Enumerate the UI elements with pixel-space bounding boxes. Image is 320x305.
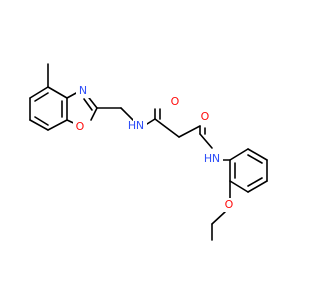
bond — [229, 180, 249, 193]
bond-double-inner — [34, 92, 49, 102]
bond-layer — [29, 63, 268, 241]
bond — [90, 107, 98, 121]
bond — [229, 148, 249, 161]
molecule-structure: N O N H O O N H O — [29, 63, 268, 241]
bond — [47, 86, 68, 99]
bond-double-inner — [247, 177, 263, 187]
atom-label-carbonyl2-o: O — [201, 110, 210, 123]
bond-double-inner — [83, 98, 93, 111]
bond-double-inner — [247, 154, 263, 164]
bond — [29, 119, 49, 131]
bond — [120, 107, 134, 121]
structure-canvas: N O N H O O N H O — [29, 63, 268, 241]
bond — [247, 180, 268, 193]
atom-label-ether-o: O — [225, 198, 234, 211]
bond — [247, 148, 268, 161]
atom-label-carbonyl1-o: O — [171, 95, 180, 108]
atom-label-amide1-h: H — [128, 119, 136, 132]
atom-label-oxazole-o: O — [76, 120, 85, 133]
bond — [154, 118, 180, 138]
bond — [29, 86, 49, 99]
bond — [47, 119, 68, 131]
bond — [211, 211, 226, 225]
bond — [178, 125, 201, 138]
bond — [199, 133, 213, 149]
atom-label-amide1-n: N — [136, 119, 144, 132]
atom-label-layer: N O N H O O N H O — [73, 84, 236, 212]
atom-label-amide2-h: H — [204, 152, 212, 165]
atom-label-amide2-n: N — [212, 152, 220, 165]
atom-label-oxazole-n: N — [79, 84, 87, 97]
bond — [146, 118, 156, 125]
bond-double-inner — [34, 116, 49, 126]
